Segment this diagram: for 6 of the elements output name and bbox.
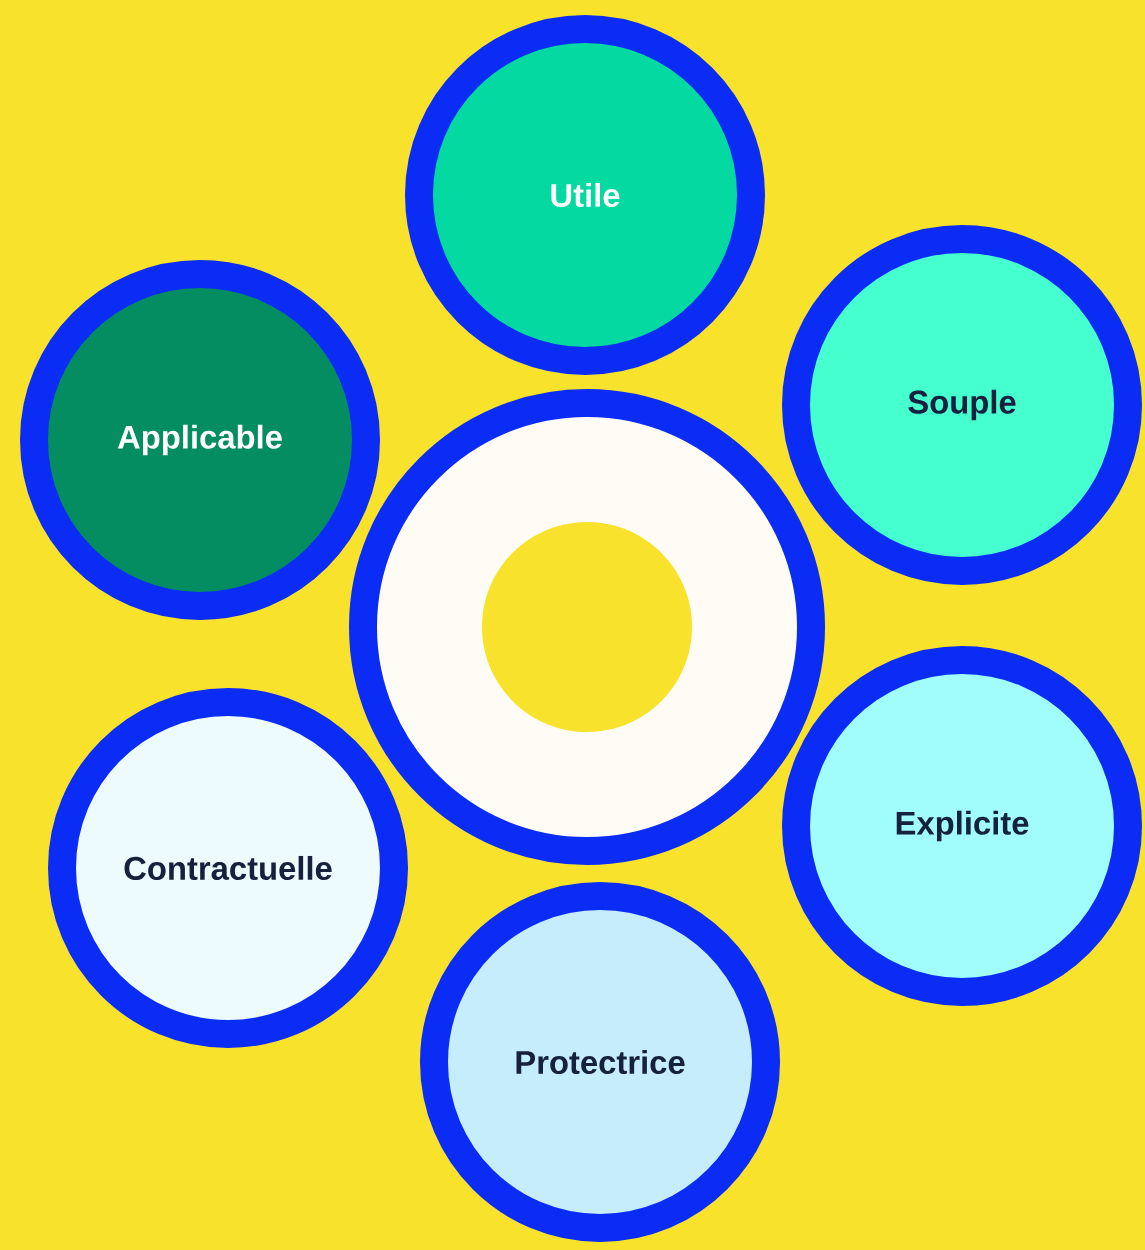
circle-node: Utile: [405, 15, 765, 375]
circle-node: Souple: [782, 225, 1142, 585]
circle-node: Explicite: [782, 646, 1142, 1006]
circle-node: Protectrice: [420, 882, 780, 1242]
ring-drawing: [349, 389, 825, 865]
circle-node: Contractuelle: [48, 688, 408, 1048]
